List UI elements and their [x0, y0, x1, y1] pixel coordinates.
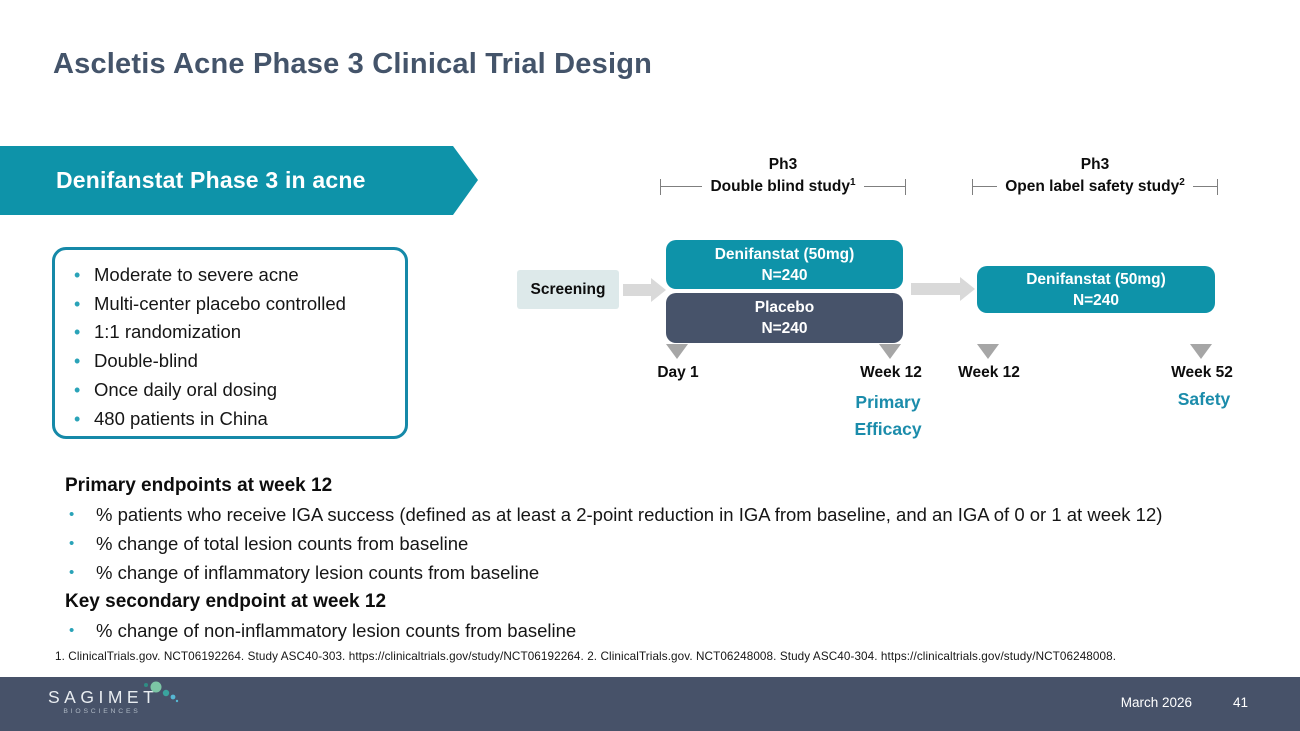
arm-n: N=240 [1072, 291, 1120, 309]
primary-efficacy-callout: Primary Efficacy [854, 392, 922, 439]
timeline-marker-icon [879, 344, 901, 359]
logo-dots-icon [144, 681, 179, 703]
primary-endpoints-list: % patients who receive IGA success (defi… [65, 500, 1300, 587]
arm-n: N=240 [761, 320, 808, 337]
list-item: % patients who receive IGA success (defi… [65, 500, 1300, 529]
primary-endpoints-heading: Primary endpoints at week 12 [65, 475, 333, 496]
screening-box: Screening [517, 270, 619, 309]
list-item: Once daily oral dosing [69, 376, 397, 405]
trial-criteria-list: Moderate to severe acne Multi-center pla… [69, 261, 397, 433]
logo-subtitle: BIOSCIENCES [63, 708, 141, 715]
bracket-span: Double blind study1 [660, 177, 906, 196]
section-banner-label: Denifanstat Phase 3 in acne [56, 167, 366, 193]
logo-wordmark: SAGIMET [48, 687, 159, 707]
timeline-marker-icon [666, 344, 688, 359]
footnote-ref: 1 [849, 177, 856, 188]
list-item: 480 patients in China [69, 405, 397, 434]
bracket-tick-left [972, 178, 973, 195]
list-item: % change of total lesion counts from bas… [65, 529, 1300, 558]
timeline-marker-icon [977, 344, 999, 359]
arrow-head [651, 278, 666, 302]
arm-name: Placebo [754, 299, 815, 316]
trial-criteria-box: Moderate to severe acne Multi-center pla… [52, 247, 408, 439]
bracket-span: Open label safety study2 [972, 177, 1218, 196]
footnote-ref: 2 [1179, 177, 1185, 188]
bracket-line-right [1192, 186, 1217, 188]
secondary-endpoint-heading: Key secondary endpoint at week 12 [65, 591, 387, 612]
footer-bar: SAGIMET BIOSCIENCES March 2026 41 [0, 677, 1300, 731]
arm-box-denifanstat-open-label: Denifanstat (50mg) N=240 [977, 266, 1215, 313]
timeline-marker-icon [1190, 344, 1212, 359]
study-title: Open label safety study2 [997, 177, 1193, 196]
arrow-shaft [911, 283, 960, 295]
list-item: Double-blind [69, 347, 397, 376]
bracket-line-left [973, 186, 998, 188]
study-phase-label: Ph3 [1080, 156, 1110, 173]
bracket-tick-right [1217, 178, 1218, 195]
study-header-open-label: Ph3 Open label safety study2 [972, 155, 1218, 196]
endpoints-section: Primary endpoints at week 12 % patients … [65, 471, 1300, 645]
arm-box-denifanstat-blind: Denifanstat (50mg) N=240 [666, 240, 903, 289]
sagimet-logo: SAGIMET BIOSCIENCES [48, 681, 179, 715]
arm-box-placebo: Placebo N=240 [666, 293, 903, 343]
list-item: Moderate to severe acne [69, 261, 397, 290]
study-title: Double blind study1 [702, 177, 863, 196]
bracket-line-right [863, 186, 905, 188]
footnote-references: 1. ClinicalTrials.gov. NCT06192264. Stud… [55, 650, 1117, 663]
secondary-endpoints-list: % change of non-inflammatory lesion coun… [65, 616, 1300, 645]
safety-callout: Safety [1177, 389, 1231, 409]
page-title: Ascletis Acne Phase 3 Clinical Trial Des… [53, 48, 653, 80]
right-arrow-icon [911, 277, 975, 301]
arm-name: Denifanstat (50mg) [714, 245, 855, 263]
list-item: 1:1 randomization [69, 318, 397, 347]
bracket-tick-left [660, 178, 661, 195]
bracket-line-left [661, 186, 703, 188]
study-phase-label: Ph3 [768, 156, 798, 173]
milestone-week52: Week 52 [1171, 364, 1233, 381]
milestone-week12-openlabel: Week 12 [958, 364, 1020, 381]
list-item: Multi-center placebo controlled [69, 290, 397, 319]
bracket-tick-right [905, 178, 906, 195]
section-banner-arrow: Denifanstat Phase 3 in acne [0, 146, 478, 215]
study-header-double-blind: Ph3 Double blind study1 [660, 155, 906, 196]
study-title-text: Double blind study [710, 178, 850, 196]
slide-date: March 2026 [1120, 695, 1192, 710]
list-item: % change of inflammatory lesion counts f… [65, 558, 1300, 587]
list-item: % change of non-inflammatory lesion coun… [65, 616, 1300, 645]
milestone-week12-efficacy: Week 12 [860, 364, 922, 381]
arrow-shaft [623, 284, 651, 296]
arm-n: N=240 [761, 266, 808, 284]
study-title-text: Open label safety study [1005, 178, 1180, 196]
arrow-head [960, 277, 975, 301]
screening-label: Screening [530, 280, 606, 298]
page-number: 41 [1232, 695, 1248, 710]
right-arrow-icon [623, 278, 666, 302]
arm-name: Denifanstat (50mg) [1026, 270, 1166, 288]
milestone-day1: Day 1 [657, 364, 699, 381]
